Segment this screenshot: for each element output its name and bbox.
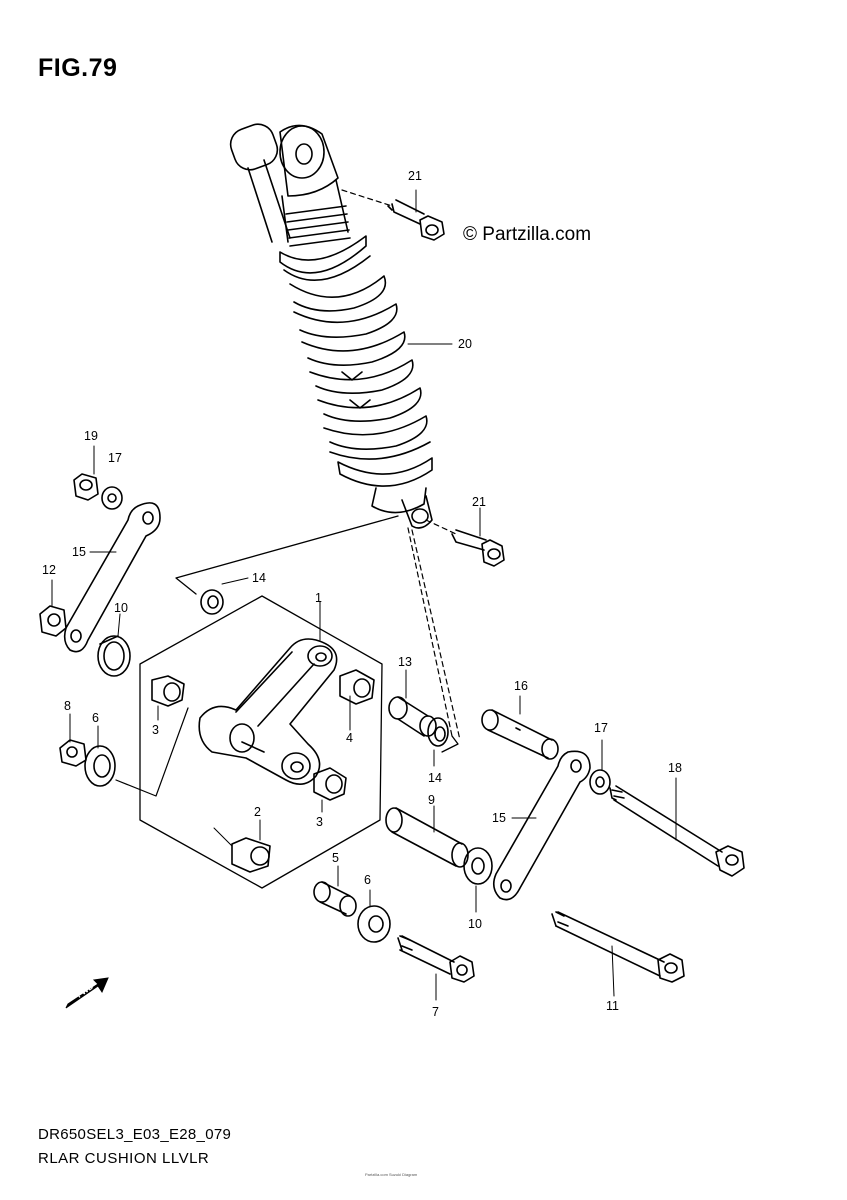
callout-2: 2 [254, 805, 261, 819]
figure-title: FIG.79 [38, 54, 118, 82]
tiny-footer-text: Partzilla.com Suzuki Diagram [365, 1172, 418, 1177]
cushion-lever-frame [139, 595, 383, 889]
callout-8: 8 [64, 699, 71, 713]
washer-17-left [101, 486, 123, 510]
washer-6-right [357, 905, 391, 943]
nut-12 [39, 605, 67, 637]
sleeve-9 [385, 807, 469, 868]
fwd-label: FWD [75, 982, 95, 1000]
callout-19: 19 [84, 429, 98, 443]
callout-7: 7 [432, 1005, 439, 1019]
bolt-11 [551, 911, 685, 983]
callout-11: 11 [606, 999, 619, 1013]
fwd-arrow-icon: FWD [65, 977, 109, 1009]
callout-21-lower: 21 [472, 495, 486, 509]
bolt-21-upper [387, 199, 445, 241]
bolt-18 [609, 785, 745, 877]
bearing-3-lower [313, 767, 347, 801]
washer-14-upper [200, 589, 224, 615]
bolt-21-lower [451, 529, 505, 567]
callout-17-left: 17 [108, 451, 122, 465]
sleeve-5 [313, 881, 357, 917]
model-code: DR650SEL3_E03_E28_079 [38, 1126, 232, 1143]
shock-absorber [229, 123, 433, 529]
washer-14-lower [427, 717, 449, 747]
callout-3-lower: 3 [316, 815, 323, 829]
assembly-lines [341, 189, 461, 741]
spacer-10-right [463, 847, 493, 885]
callout-4: 4 [346, 731, 353, 745]
watermark: © Partzilla.com [463, 224, 592, 245]
callout-9: 9 [428, 793, 435, 807]
sleeve-13 [388, 696, 437, 737]
callout-17-right: 17 [594, 721, 608, 735]
callout-15-right: 15 [492, 811, 506, 825]
callout-10-left: 10 [114, 601, 128, 615]
leader-lines [51, 189, 677, 1001]
callout-16: 16 [514, 679, 528, 693]
spacer-10-left [97, 635, 131, 677]
bearing-3-upper [151, 675, 185, 707]
bearing-4 [339, 669, 375, 705]
callout-14-lower: 14 [428, 771, 442, 785]
bolt-7 [397, 935, 475, 983]
callout-20: 20 [458, 337, 472, 351]
callout-10-right: 10 [468, 917, 482, 931]
callout-15-left: 15 [72, 545, 86, 559]
callout-1: 1 [315, 591, 322, 605]
callout-21-upper: 21 [408, 169, 422, 183]
bearing-2 [231, 837, 271, 873]
washer-6-left [84, 745, 116, 787]
cushion-rod-right [492, 750, 591, 901]
callout-18: 18 [668, 761, 682, 775]
sleeve-16 [481, 709, 559, 760]
nut-19 [73, 473, 99, 501]
callout-14-upper: 14 [252, 571, 266, 585]
cushion-lever [198, 638, 338, 785]
callout-13: 13 [398, 655, 412, 669]
callout-labels: 21 20 21 19 17 15 12 10 14 1 13 16 3 4 8… [42, 169, 682, 1019]
callout-3-left: 3 [152, 723, 159, 737]
washer-17-right [589, 769, 611, 795]
callout-6-left: 6 [92, 711, 99, 725]
callout-12: 12 [42, 563, 56, 577]
part-name: RLAR CUSHION LLVLR [38, 1150, 210, 1167]
callout-6-right: 6 [364, 873, 371, 887]
cushion-rod-left [63, 502, 161, 653]
callout-5: 5 [332, 851, 339, 865]
nut-8 [59, 739, 87, 767]
